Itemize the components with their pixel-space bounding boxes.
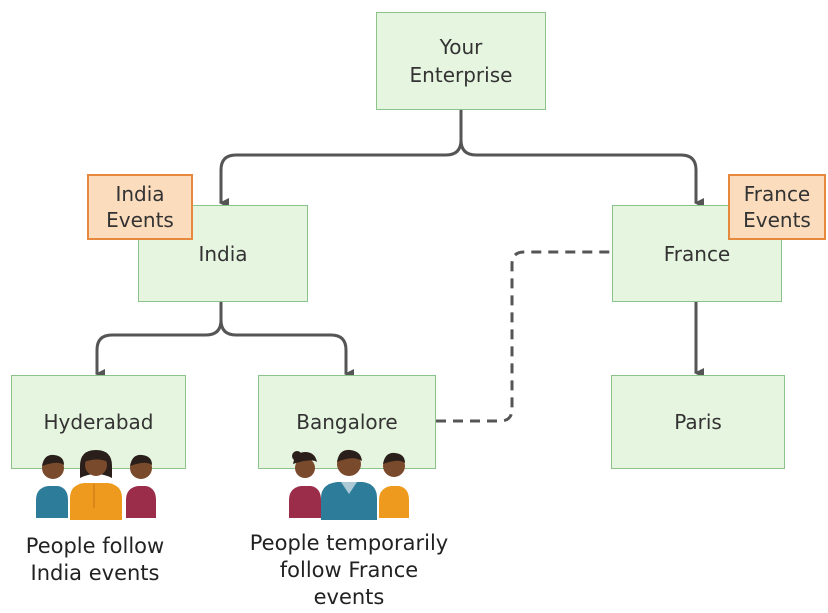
caption-line: India events <box>30 561 160 585</box>
tag-india-events: India Events <box>87 174 193 240</box>
tag-label-line: Events <box>106 208 174 232</box>
person-icon <box>289 451 321 518</box>
people-group-icon <box>289 449 409 520</box>
person-icon <box>70 450 122 520</box>
tag-label-line: Events <box>743 208 811 232</box>
caption-line: follow France <box>279 558 419 582</box>
node-label: Bangalore <box>296 410 398 434</box>
person-icon <box>379 452 409 518</box>
node-label-line: Enterprise <box>409 63 513 87</box>
link-bangalore-france-temporary <box>436 250 612 423</box>
people-group-icon <box>36 450 156 520</box>
caption-hyderabad: People follow India events <box>0 533 190 587</box>
tag-label-line: France <box>743 182 811 206</box>
caption-line: events <box>313 585 385 609</box>
caption-line: People temporarily <box>249 531 449 555</box>
node-label-line: Your <box>439 35 483 59</box>
caption-line: People follow <box>25 534 165 558</box>
person-icon <box>321 449 377 520</box>
person-icon <box>36 454 68 518</box>
node-paris: Paris <box>611 375 785 469</box>
link-india-bangalore <box>219 319 354 379</box>
tag-label-line: India <box>115 182 165 206</box>
node-label: France <box>663 241 731 266</box>
link-india-hyderabad <box>95 302 223 379</box>
node-label: Paris <box>674 410 722 434</box>
node-label: India <box>198 241 248 266</box>
link-enterprise-france <box>459 139 704 208</box>
node-bangalore: Bangalore <box>258 375 436 469</box>
person-icon <box>126 454 156 518</box>
node-your-enterprise: Your Enterprise <box>376 12 546 110</box>
tag-france-events: France Events <box>728 174 826 240</box>
caption-bangalore: People temporarily follow France events <box>220 530 478 611</box>
link-enterprise-india <box>219 110 463 208</box>
node-label: Hyderabad <box>43 410 154 434</box>
